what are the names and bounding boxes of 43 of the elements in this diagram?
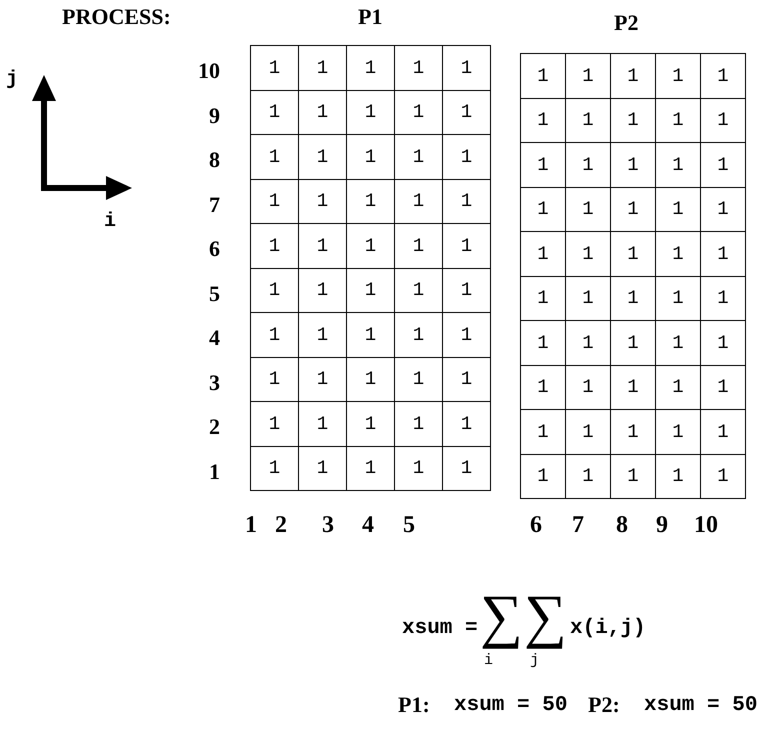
column-number: 9: [656, 512, 668, 539]
process-label: P2: [614, 10, 638, 36]
grid-cell: 1: [442, 446, 491, 491]
formula-text: i: [484, 652, 494, 669]
row-number: 1: [208, 458, 220, 484]
row-number: 9: [208, 102, 220, 128]
formula-text: j: [530, 652, 540, 669]
result-label: P1:: [398, 692, 430, 718]
column-number: 10: [694, 512, 718, 539]
column-number: 8: [616, 512, 628, 539]
process-label: P1: [358, 4, 382, 30]
grid-cell: 1: [520, 53, 566, 98]
row-number: 10: [197, 58, 220, 84]
row-number: 8: [208, 147, 220, 173]
column-number: 6: [530, 512, 542, 539]
row-number: 5: [208, 280, 220, 306]
row-number: 3: [208, 370, 220, 396]
formula-text: xsum =: [402, 617, 478, 640]
row-number: 7: [208, 192, 220, 218]
result-text: xsum = 50: [644, 694, 758, 717]
grid-cell: 1: [250, 45, 299, 90]
column-number: 2: [275, 512, 287, 539]
axis-label: i: [104, 210, 116, 233]
result-label: P2:: [588, 692, 620, 718]
column-number: 4: [362, 512, 374, 539]
row-number: 2: [208, 414, 220, 440]
heading: PROCESS:: [62, 4, 171, 30]
sum-symbol: ∑: [480, 582, 523, 651]
formula-text: x(i,j): [570, 617, 646, 640]
row-number: 6: [208, 236, 220, 262]
result-text: xsum = 50: [454, 694, 568, 717]
grid-cell: 1: [250, 446, 299, 491]
grid-cell: 1: [700, 53, 746, 98]
column-number: 7: [572, 512, 584, 539]
column-number: 5: [403, 512, 415, 539]
axis-label: j: [6, 68, 18, 91]
grid-cell: 1: [520, 454, 566, 499]
sum-symbol: ∑: [524, 582, 567, 651]
row-number: 4: [208, 325, 220, 351]
column-number: 3: [322, 512, 334, 539]
grid-cell: 1: [700, 454, 746, 499]
grid-cell: 1: [442, 45, 491, 90]
column-number: 1: [245, 512, 257, 539]
